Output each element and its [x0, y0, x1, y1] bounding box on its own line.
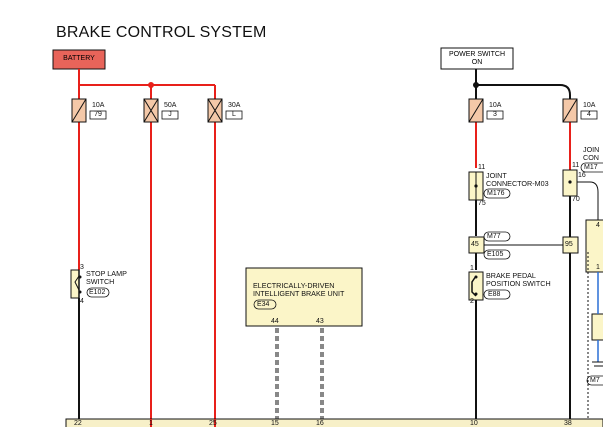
right-edge-connector: M7 — [590, 377, 600, 384]
bottom-connector-bar — [65, 418, 603, 427]
joint2-pin-top: 11 — [572, 162, 580, 169]
fuse-5-number: 4 — [587, 111, 591, 118]
brake-unit-connector: E34 — [257, 301, 270, 308]
joint-pin-top: 11 — [478, 164, 486, 171]
bottom-pin: 1 — [149, 420, 153, 427]
fuse-3-rating: 30A — [228, 102, 241, 109]
joint-label-2: CONNECTOR-M03 — [486, 179, 549, 188]
fuse-2-rating: 50A — [164, 102, 177, 109]
fuse-1-rating: 10A — [92, 102, 105, 109]
right-edge-pin-b: 1 — [596, 264, 600, 271]
bottom-pin: 25 — [209, 420, 217, 427]
bottom-pin: 10 — [470, 420, 478, 427]
joint2-label-1: JOIN — [583, 145, 600, 154]
battery-power-bus — [78, 69, 571, 420]
right-edge-pin-a: 4 — [596, 222, 600, 229]
junction-right-pin: 95 — [565, 241, 573, 248]
power-switch-state: ON — [471, 59, 483, 66]
page-title: BRAKE CONTROL SYSTEM — [56, 24, 267, 41]
brake-unit-box — [245, 267, 363, 327]
stop-lamp-switch-symbol — [70, 269, 82, 420]
fuse-2-number: J — [168, 111, 172, 118]
stop-lamp-label-1: STOP LAMP — [86, 269, 127, 278]
fuse-symbols — [71, 98, 578, 123]
power-switch-bus — [475, 69, 571, 99]
bottom-pin: 15 — [271, 420, 279, 427]
joint-label-1: JOINT — [486, 171, 507, 180]
fuse-3-number: L — [232, 111, 236, 118]
connector-code-ovals — [86, 162, 603, 386]
bottom-pin: 22 — [74, 420, 82, 427]
brake-pedal-connector: E88 — [488, 291, 501, 298]
fuse-4-number: 3 — [493, 111, 497, 118]
fuse-5-rating: 10A — [583, 102, 596, 109]
joint2-label-2: CON — [583, 153, 599, 162]
junction-connector-top: M77 — [487, 233, 501, 240]
right-edge-component — [585, 219, 603, 273]
stop-lamp-pin-bottom: 4 — [80, 298, 84, 305]
fuse-4-rating: 10A — [489, 102, 502, 109]
junction-connector-bottom: E105 — [487, 251, 504, 258]
brake-unit-signal-wires — [275, 328, 324, 420]
joint-pin-bottom: 75 — [478, 200, 486, 207]
brake-pedal-pin-top: 1 — [470, 265, 474, 272]
joint-connector-code: M176 — [487, 190, 505, 197]
battery-label: BATTERY — [63, 55, 95, 62]
bottom-pin: 38 — [564, 420, 572, 427]
brake-pedal-pin-bottom: 2 — [470, 298, 474, 305]
joint2-connector-code: M17 — [584, 164, 598, 171]
stop-lamp-pin-top: 3 — [80, 264, 84, 271]
brake-unit-pin-a: 44 — [271, 318, 279, 325]
joint2-pin-mid: 16 — [578, 172, 586, 179]
brake-unit-pin-b: 43 — [316, 318, 324, 325]
junction-left-pin: 45 — [471, 241, 479, 248]
power-switch-label: POWER SWITCH — [449, 51, 505, 58]
bus-junction-dot — [148, 82, 154, 88]
brake-pedal-label-1: BRAKE PEDAL — [486, 271, 536, 280]
fuse-1-number: 79 — [94, 111, 102, 118]
stop-lamp-label-2: SWITCH — [86, 277, 115, 286]
bottom-pin: 16 — [316, 420, 324, 427]
brake-pedal-switch-symbol — [468, 271, 484, 301]
stop-lamp-connector: E102 — [89, 289, 106, 296]
joint2-pin-bottom: 70 — [572, 196, 580, 203]
brake-unit-label-1: ELECTRICALLY-DRIVEN — [253, 281, 335, 290]
brake-unit-label-2: INTELLIGENT BRAKE UNIT — [253, 289, 345, 298]
brake-pedal-label-2: POSITION SWITCH — [486, 279, 551, 288]
